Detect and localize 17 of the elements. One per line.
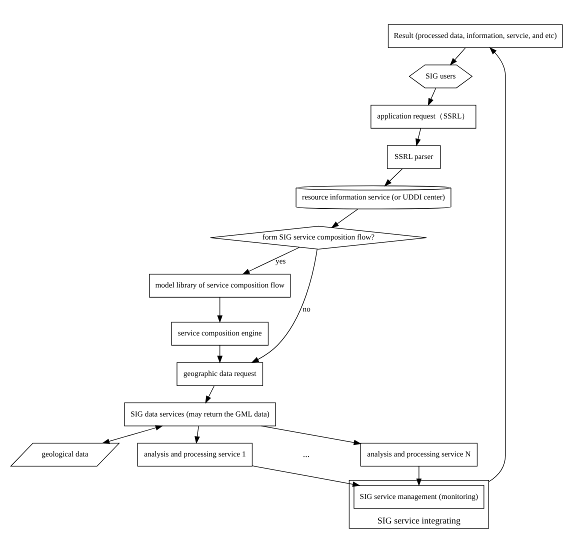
arrow xyxy=(260,425,362,445)
arrow xyxy=(194,425,200,444)
arrow xyxy=(217,296,223,323)
arrow xyxy=(252,465,360,486)
arrow xyxy=(331,208,358,228)
arrow xyxy=(251,248,318,362)
arrow xyxy=(384,168,403,186)
arrow xyxy=(416,466,422,486)
arrow xyxy=(428,87,436,106)
arrow xyxy=(205,384,215,404)
arrow xyxy=(450,47,466,66)
arrow xyxy=(217,344,223,363)
arrow xyxy=(242,246,300,274)
arrow xyxy=(416,128,422,146)
arrow xyxy=(488,46,506,482)
arrow xyxy=(102,424,164,444)
label: ... xyxy=(302,448,310,459)
